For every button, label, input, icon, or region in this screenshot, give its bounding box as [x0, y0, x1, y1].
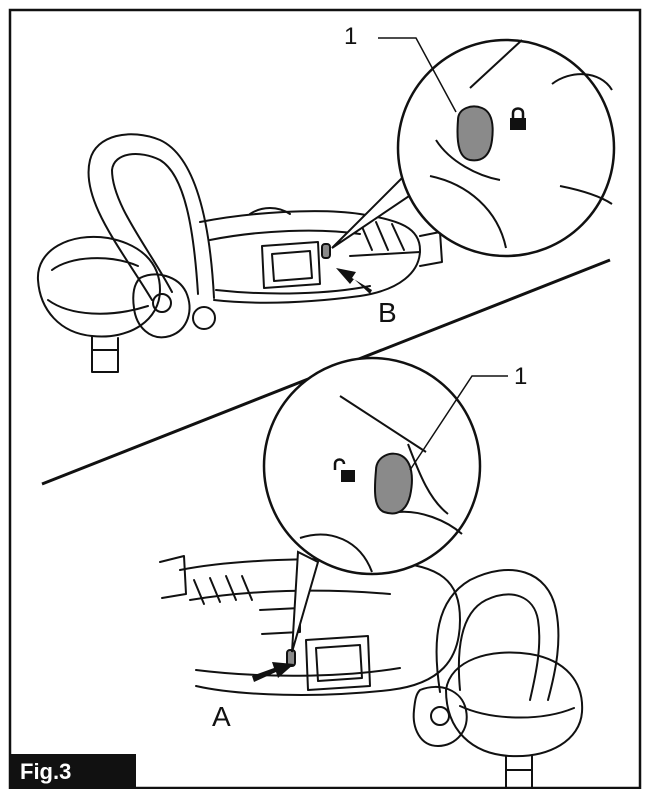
top-part-number: 1 — [344, 23, 357, 50]
view-letter-a: A — [212, 701, 231, 732]
top-detail-magnifier — [396, 38, 616, 258]
arrow-b-icon — [336, 268, 372, 294]
polisher-top-view — [36, 133, 443, 373]
bottom-part-leader-line — [409, 375, 508, 471]
lock-button-top — [456, 105, 494, 162]
bottom-part-number: 1 — [514, 363, 527, 390]
polisher-bottom-view — [159, 555, 584, 789]
arrow-a-icon — [252, 662, 294, 682]
figure-caption: Fig.3 — [10, 754, 136, 789]
bottom-callout-pointer — [291, 550, 320, 653]
bottom-detail-magnifier — [262, 356, 482, 576]
top-part-leader-line — [378, 37, 457, 113]
lock-button-bottom — [374, 452, 413, 515]
view-letter-b: B — [378, 297, 397, 328]
figure-border — [8, 8, 642, 789]
padlock-unlocked-icon — [333, 458, 355, 482]
padlock-locked-icon — [510, 107, 526, 130]
